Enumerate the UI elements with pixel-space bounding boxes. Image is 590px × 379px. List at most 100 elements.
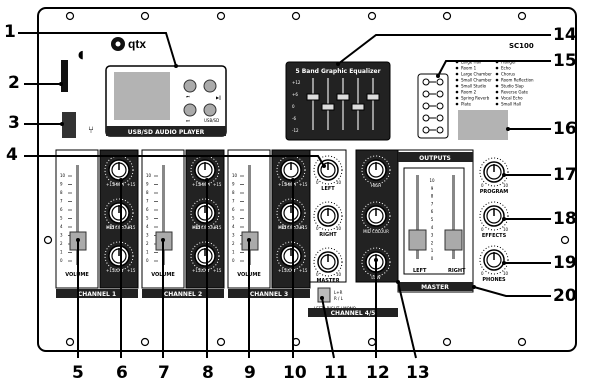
callout-dot xyxy=(502,173,506,177)
fader-scale-label: 3 xyxy=(60,233,63,238)
fader-scale-label: 2 xyxy=(146,241,149,246)
fx-button[interactable] xyxy=(436,114,444,122)
eq-slider-knob[interactable] xyxy=(336,93,350,101)
eq-slider-knob[interactable] xyxy=(351,103,365,111)
ch45-master-knob[interactable] xyxy=(313,247,343,277)
channel-label-bar xyxy=(228,289,310,298)
effects-knob[interactable] xyxy=(479,201,509,231)
eq-knob-label: HIGH xyxy=(114,182,124,187)
fx-button[interactable] xyxy=(422,102,430,110)
knob-scale-dots xyxy=(276,241,306,271)
callout-number: 15 xyxy=(553,51,577,71)
screw-hole xyxy=(216,337,226,347)
callout-dot xyxy=(76,238,80,242)
fader-scale-label: 8 xyxy=(232,190,235,195)
fx-button[interactable] xyxy=(436,90,444,98)
callout-number: 13 xyxy=(406,363,430,379)
channel-label-bar xyxy=(142,289,224,298)
mono-stereo-switch[interactable] xyxy=(317,287,331,303)
ch45-right-knob[interactable] xyxy=(313,201,343,231)
phones-knob[interactable] xyxy=(479,245,509,275)
fader-scale-label: 3 xyxy=(232,233,235,238)
fader-scale-label: 1 xyxy=(232,250,235,255)
callout-number: 3 xyxy=(8,113,20,133)
fx-button[interactable] xyxy=(422,90,430,98)
fader-scale-label: 7 xyxy=(60,199,63,204)
fx-button[interactable] xyxy=(436,102,444,110)
right-master-fader[interactable] xyxy=(444,229,463,251)
callout-dot xyxy=(205,178,209,182)
eq-knob-low[interactable] xyxy=(104,241,134,271)
fx-button[interactable] xyxy=(436,78,444,86)
fx-name-left: Small Studio xyxy=(461,84,487,89)
fader-scale-label: 10 xyxy=(60,173,66,178)
callout-number: 11 xyxy=(324,363,348,379)
eq-knob-high[interactable] xyxy=(190,155,220,185)
qtx-logo: qtx xyxy=(111,37,146,51)
knob-scale-dots xyxy=(190,155,220,185)
fader-scale-label: 4 xyxy=(232,224,235,229)
knob-max: +15 xyxy=(213,268,222,273)
fx-button[interactable] xyxy=(436,126,444,134)
eq-knob-low[interactable] xyxy=(276,241,306,271)
fx-name-left: Room 2 xyxy=(461,90,477,95)
channel-label: CHANNEL 1 xyxy=(78,291,116,298)
eq-knob-mid-colour[interactable] xyxy=(276,198,306,228)
fx-button[interactable] xyxy=(422,114,430,122)
eq-knob-mid-colour[interactable] xyxy=(190,198,220,228)
fader-track xyxy=(76,165,79,265)
play-pause-button[interactable] xyxy=(203,79,217,93)
sd-slot xyxy=(61,60,68,92)
fx-button[interactable] xyxy=(422,78,430,86)
player-label: USB/SD AUDIO PLAYER xyxy=(128,129,205,136)
left-master-fader[interactable] xyxy=(408,229,427,251)
right-knob-label: PHONES xyxy=(482,277,506,283)
eq-slider-track xyxy=(372,78,374,130)
sd-card-icon: ◖ xyxy=(78,48,84,61)
screw-hole xyxy=(65,11,75,21)
fx-button[interactable] xyxy=(422,126,430,134)
eq-slider-knob[interactable] xyxy=(366,93,380,101)
master-scale-label: 0 xyxy=(431,256,434,261)
eq-knob-mid-colour[interactable] xyxy=(104,198,134,228)
knob-min: +15 xyxy=(278,268,287,273)
ch45-eq-label: HIGH xyxy=(371,183,381,188)
fx-dot xyxy=(495,66,499,70)
prev-button[interactable] xyxy=(183,79,197,93)
fx-name-left: Plate xyxy=(461,102,472,107)
callout-leader xyxy=(437,60,551,77)
knob-scale-dots xyxy=(479,245,509,275)
ch45-eq-mid-colour-knob[interactable] xyxy=(361,201,391,231)
eq-slider-track xyxy=(312,78,314,130)
program-knob[interactable] xyxy=(479,157,509,187)
next-button[interactable] xyxy=(183,103,197,117)
fx-name-left: Small Chamber xyxy=(461,78,492,83)
usb-sd-button[interactable] xyxy=(203,103,217,117)
fader-scale-label: 5 xyxy=(60,216,63,221)
fx-name-right: Vocal Echo xyxy=(501,96,523,101)
right-knob-label: PROGRAM xyxy=(480,189,509,195)
eq-knob-high[interactable] xyxy=(276,155,306,185)
ch45-eq-high-knob[interactable] xyxy=(361,155,391,185)
eq-knob-label: HIGH xyxy=(286,182,296,187)
callout-dot xyxy=(502,261,506,265)
eq-knob-low[interactable] xyxy=(190,241,220,271)
eq-slider-track xyxy=(342,78,344,130)
knob-max: +15 xyxy=(299,182,308,187)
callout-number: 14 xyxy=(553,25,577,45)
fx-name-right: Room Reflection xyxy=(501,78,534,83)
screw-hole xyxy=(140,11,150,21)
eq-slider-knob[interactable] xyxy=(321,103,335,111)
callout-leader xyxy=(321,297,335,359)
knob-scale-dots xyxy=(313,201,343,231)
channel-label: CHANNEL 3 xyxy=(250,291,288,298)
eq-scale-label: +6 xyxy=(292,92,298,97)
eq-knob-label: MID COLOUR xyxy=(278,225,304,230)
fader-scale-label: 10 xyxy=(232,173,238,178)
callout-leader xyxy=(24,155,325,167)
eq-slider-knob[interactable] xyxy=(306,93,320,101)
screw-hole xyxy=(367,337,377,347)
fx-name-left: Large Chamber xyxy=(461,72,492,77)
